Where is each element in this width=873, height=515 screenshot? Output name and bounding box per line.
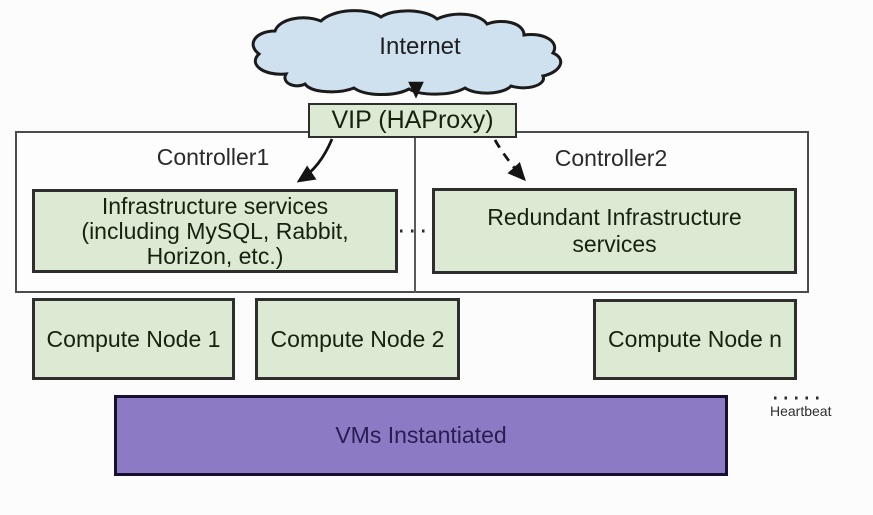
controller1-label: Controller1 xyxy=(156,144,270,170)
redundant-infrastructure-box: Redundant Infrastructure services xyxy=(432,188,797,274)
compute-node-2-box: Compute Node 2 xyxy=(255,298,460,380)
redundant-infrastructure-line1: Redundant Infrastructure xyxy=(487,204,742,230)
compute-node-n-box: Compute Node n xyxy=(593,299,797,380)
vip-haproxy-label: VIP (HAProxy) xyxy=(331,106,494,134)
controller2-label: Controller2 xyxy=(554,145,668,171)
internet-label: Internet xyxy=(379,33,461,60)
heartbeat-label: Heartbeat xyxy=(770,403,832,419)
compute-node-n-label: Compute Node n xyxy=(608,326,782,352)
redundant-infrastructure-line2: services xyxy=(572,231,657,257)
infrastructure-services-line3: Horizon, etc.) xyxy=(146,242,284,269)
infrastructure-services-line1: Infrastructure services xyxy=(101,192,329,219)
compute-node-1-box: Compute Node 1 xyxy=(32,298,235,380)
compute-node-2-label: Compute Node 2 xyxy=(270,325,445,352)
infrastructure-services-line2: (including MySQL, Rabbit, xyxy=(81,217,349,244)
vip-haproxy-box: VIP (HAProxy) xyxy=(308,103,517,138)
infrastructure-services-box: Infrastructure services (including MySQL… xyxy=(32,189,398,273)
vms-instantiated-box: VMs Instantiated xyxy=(114,395,728,476)
compute-node-1-label: Compute Node 1 xyxy=(46,325,221,352)
controllers-divider-line xyxy=(414,138,416,293)
vms-instantiated-label: VMs Instantiated xyxy=(335,422,507,448)
